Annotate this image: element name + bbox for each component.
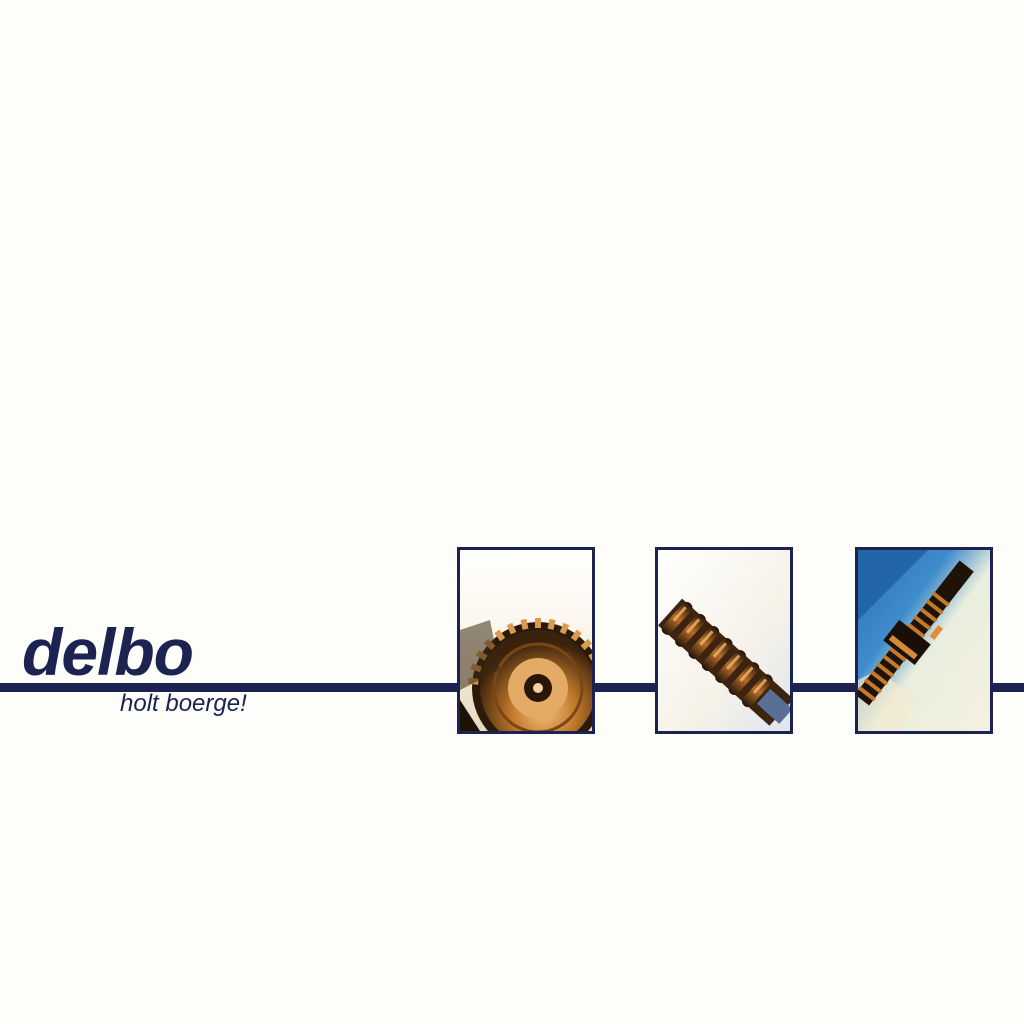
- photo-frame-spring: [655, 547, 793, 734]
- rod-image: [858, 550, 990, 731]
- gear-image: [460, 550, 592, 731]
- photo-frame-rod: [855, 547, 993, 734]
- artist-name: delbo: [22, 615, 194, 689]
- spring-image: [658, 550, 790, 731]
- photo-frame-gear: [457, 547, 595, 734]
- album-title: holt boerge!: [120, 690, 247, 717]
